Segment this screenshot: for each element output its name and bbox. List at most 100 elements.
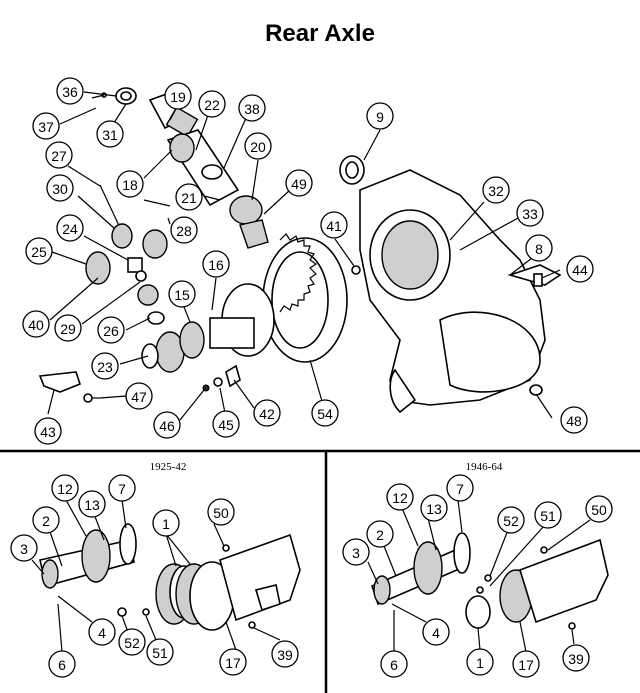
callout-label-c41: 41: [326, 218, 342, 234]
callout-circle-c31: [96, 120, 124, 148]
callout-circle-c37: [32, 112, 60, 140]
parts-drawing-left: [39, 523, 301, 631]
callout-circle-c30: [46, 174, 74, 202]
callout-circle-c22: [198, 90, 226, 118]
callout-label-c43: 43: [40, 424, 56, 440]
callout-circle-r4: [422, 618, 450, 646]
callout-label-c8: 8: [535, 241, 543, 257]
callout-label-c46: 46: [159, 418, 175, 434]
callout-circle-r2: [366, 520, 394, 548]
callout-label-c30: 30: [52, 181, 68, 197]
callout-circle-c18: [116, 170, 144, 198]
callout-label-c36: 36: [62, 84, 78, 100]
callout-circle-r6: [380, 650, 408, 678]
callout-circle-r13: [420, 494, 448, 522]
callout-circle-c19: [164, 82, 192, 110]
callout-circle-c48: [560, 406, 588, 434]
callout-circle-l13: [78, 490, 106, 518]
callout-label-r52: 52: [503, 513, 519, 529]
callout-label-l50: 50: [213, 505, 229, 521]
callout-label-c25: 25: [31, 244, 47, 260]
callout-circle-l39: [271, 640, 299, 668]
callout-circle-l6: [48, 650, 76, 678]
callout-circle-c49: [285, 169, 313, 197]
callout-label-l1: 1: [162, 516, 170, 532]
callout-circle-c24: [56, 214, 84, 242]
callout-label-r1: 1: [476, 655, 484, 671]
callout-label-l3: 3: [20, 541, 28, 557]
callout-label-c23: 23: [97, 359, 113, 375]
callout-circle-c15: [168, 280, 196, 308]
callout-circle-l51: [146, 638, 174, 666]
callout-circle-c44: [566, 255, 594, 283]
callout-label-l13: 13: [84, 497, 100, 513]
callout-label-c42: 42: [259, 406, 275, 422]
callout-label-l2: 2: [42, 513, 50, 529]
callout-circle-l3: [10, 534, 38, 562]
callout-circle-c9: [366, 102, 394, 130]
callout-label-l12: 12: [57, 481, 73, 497]
callout-circle-c43: [34, 417, 62, 445]
callout-circle-r3: [342, 538, 370, 566]
callout-circle-r50: [585, 495, 613, 523]
callout-label-c33: 33: [522, 206, 538, 222]
callout-label-c18: 18: [122, 177, 138, 193]
callout-label-r2: 2: [376, 527, 384, 543]
callout-label-c26: 26: [103, 323, 119, 339]
callout-label-c15: 15: [174, 287, 190, 303]
callout-label-c29: 29: [60, 321, 76, 337]
callout-circle-r1: [466, 648, 494, 676]
page-title: Rear Axle: [265, 20, 375, 47]
callout-label-c28: 28: [176, 223, 192, 239]
callout-label-r4: 4: [432, 625, 440, 641]
callout-label-c38: 38: [244, 101, 260, 117]
callout-label-c32: 32: [488, 183, 504, 199]
callout-circle-c36: [56, 77, 84, 105]
callout-label-c20: 20: [250, 139, 266, 155]
callout-circle-c28: [170, 216, 198, 244]
callout-circle-c46: [153, 411, 181, 439]
callout-label-l6: 6: [58, 657, 66, 673]
callout-label-c24: 24: [62, 221, 78, 237]
callout-circle-c29: [54, 314, 82, 342]
callout-label-l4: 4: [98, 625, 106, 641]
callout-circle-c23: [91, 352, 119, 380]
callout-label-c9: 9: [376, 109, 384, 125]
callout-circle-c45: [212, 410, 240, 438]
callout-label-r13: 13: [426, 501, 442, 517]
callout-circle-l2: [32, 506, 60, 534]
callout-circle-c21: [175, 183, 203, 211]
callout-circle-r17: [512, 650, 540, 678]
callout-circle-c38: [238, 94, 266, 122]
callout-circle-l12: [51, 474, 79, 502]
callout-label-c48: 48: [566, 413, 582, 429]
callout-label-c44: 44: [572, 262, 588, 278]
callout-circle-r12: [386, 483, 414, 511]
callout-circle-c40: [22, 310, 50, 338]
callout-circle-l17: [219, 648, 247, 676]
callout-label-l51: 51: [152, 645, 168, 661]
callout-label-c49: 49: [291, 176, 307, 192]
callout-circle-c27: [45, 141, 73, 169]
callout-circle-r51: [534, 501, 562, 529]
callout-circle-c8: [525, 234, 553, 262]
callout-circle-c33: [516, 199, 544, 227]
parts-drawing-right: [371, 532, 609, 630]
section-year-right: 1946-64: [466, 461, 503, 473]
callout-label-r50: 50: [591, 502, 607, 518]
callout-circle-c16: [202, 250, 230, 278]
callout-label-c31: 31: [102, 127, 118, 143]
callout-circle-l52: [118, 628, 146, 656]
callout-label-r7: 7: [456, 481, 464, 497]
callout-label-r12: 12: [392, 490, 408, 506]
callout-circle-l7: [108, 474, 136, 502]
callout-circle-r52: [497, 506, 525, 534]
callout-circle-l50: [207, 498, 235, 526]
callout-circle-r39: [562, 644, 590, 672]
section-year-left: 1925-42: [150, 461, 187, 473]
leader-lines: [31, 91, 591, 653]
callout-label-c22: 22: [204, 97, 220, 113]
callout-label-c16: 16: [208, 257, 224, 273]
